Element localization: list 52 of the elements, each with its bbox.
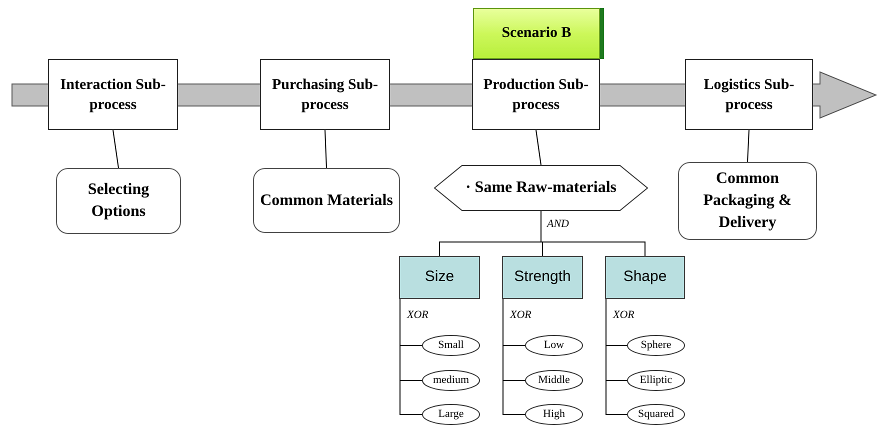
connector-line <box>502 298 526 415</box>
option-ellipse <box>422 335 480 356</box>
option-ellipse <box>525 370 583 391</box>
option-ellipse <box>627 404 685 425</box>
node-label: Common Materials <box>259 190 394 210</box>
connector-line <box>536 130 542 166</box>
node-label: Middle <box>537 373 571 388</box>
option-ellipse <box>627 335 685 356</box>
connector-line <box>112 130 119 168</box>
rounded-box <box>253 168 400 233</box>
node-label: Elliptic <box>638 373 674 388</box>
node-label: Squared <box>636 407 676 422</box>
node-label: Interaction Sub-process <box>59 76 167 114</box>
option-ellipse <box>525 404 583 425</box>
node-label: Production Sub-process <box>482 76 590 114</box>
node-label: medium <box>432 373 470 388</box>
node-label: Logistics Sub-process <box>702 76 796 114</box>
node-label: Purchasing Sub-process <box>270 76 379 114</box>
option-ellipse <box>627 370 685 391</box>
node-label: Scenario B <box>500 24 572 44</box>
hexagon-node <box>434 165 648 211</box>
process-box <box>260 59 390 130</box>
node-label: Sphere <box>640 338 672 354</box>
node-label: Selecting Options <box>86 180 150 222</box>
node-label: Size <box>424 267 456 288</box>
logic-operator-label: XOR <box>407 310 428 321</box>
node-label: Low <box>542 338 566 354</box>
option-ellipse <box>525 335 583 356</box>
option-ellipse <box>422 404 480 425</box>
node-label: · Same Raw-materials <box>464 178 618 198</box>
logic-operator-label: XOR <box>613 310 634 321</box>
process-box <box>472 59 600 130</box>
node-label: Common Packaging & Delivery <box>702 169 793 233</box>
attribute-box <box>605 256 685 299</box>
node-label: High <box>542 407 566 422</box>
rounded-box <box>56 168 181 234</box>
attribute-box <box>502 256 583 299</box>
logic-operator-label: XOR <box>510 310 532 321</box>
connector-line <box>400 298 422 415</box>
logic-operator-label: AND <box>547 219 569 230</box>
connector-line <box>324 130 327 168</box>
process-box <box>685 59 813 130</box>
node-label: Shape <box>622 267 668 288</box>
attribute-box <box>399 256 480 299</box>
node-label: Strength <box>513 267 572 288</box>
node-label: Large <box>437 407 465 422</box>
node-label: Small <box>437 338 465 354</box>
connector-line <box>606 298 628 415</box>
process-box <box>48 59 178 130</box>
rounded-box <box>678 162 817 240</box>
connector-line <box>747 130 750 162</box>
option-ellipse <box>422 370 480 391</box>
